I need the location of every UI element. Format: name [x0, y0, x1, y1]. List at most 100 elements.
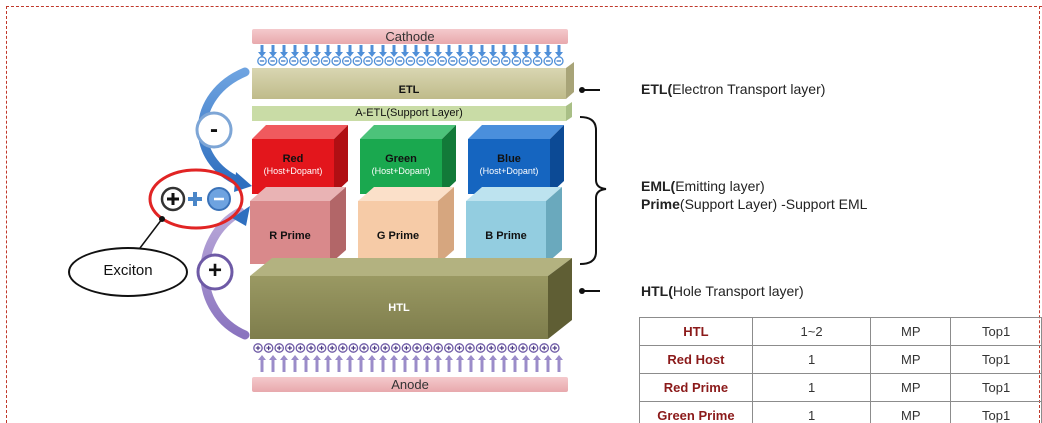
- legend-htl-rest: Hole Transport layer): [672, 283, 804, 299]
- exciton-label: Exciton: [103, 262, 153, 279]
- hole-arrow-shaft: [414, 360, 418, 372]
- hole-arrow-head: [379, 355, 387, 360]
- electron-arrow-head: [269, 52, 277, 57]
- cathode-label: Cathode: [252, 29, 568, 44]
- electron-arrow-head: [346, 52, 354, 57]
- hole-arrow-shaft: [381, 360, 385, 372]
- hole-arrow-head: [533, 355, 541, 360]
- hole-arrow-head: [489, 355, 497, 360]
- hole-arrow-head: [500, 355, 508, 360]
- legend-prime-bold: Prime: [641, 196, 680, 212]
- hole-arrow-head: [302, 355, 310, 360]
- legend-etl: ETL(Electron Transport layer): [641, 80, 825, 98]
- hole-arrow-head: [544, 355, 552, 360]
- electron-arrow-shaft: [458, 45, 462, 53]
- dashed-frame-right: [1039, 6, 1040, 423]
- legend-prime: Prime(Support Layer) -Support EML: [641, 195, 867, 213]
- hole-arrow-shaft: [458, 360, 462, 372]
- red-sub-label: (Host+Dopant): [263, 166, 323, 176]
- exciton-marker: [148, 168, 244, 230]
- hole-arrow-shaft: [359, 360, 363, 372]
- electron-arrow-shaft: [403, 45, 407, 53]
- exciton-callout: [68, 247, 188, 297]
- electron-arrow-head: [258, 52, 266, 57]
- legend-eml-rest: Emitting layer): [675, 178, 765, 194]
- hole-arrow-shaft: [491, 360, 495, 372]
- hole-arrow-shaft: [480, 360, 484, 372]
- electron-arrow-shaft: [348, 45, 352, 53]
- electron-arrow-head: [368, 52, 376, 57]
- electron-arrow-shaft: [370, 45, 374, 53]
- hole-arrow-head: [445, 355, 453, 360]
- electron-arrow-shaft: [546, 45, 550, 53]
- hole-arrow-head: [368, 355, 376, 360]
- anode-label: Anode: [252, 377, 568, 392]
- hole-arrow-head: [522, 355, 530, 360]
- dashed-frame: [6, 6, 1042, 423]
- electron-arrow-shaft: [315, 45, 319, 53]
- legend-eml-bold: EML(: [641, 178, 676, 194]
- hole-arrow-shaft: [535, 360, 539, 372]
- legend-prime-rest: (Support Layer) -Support EML: [679, 196, 868, 212]
- electron-arrow-head: [533, 52, 541, 57]
- electron-arrow-shaft: [491, 45, 495, 53]
- electron-arrow-head: [434, 52, 442, 57]
- electron-arrow-head: [489, 52, 497, 57]
- hole-arrow-shaft: [348, 360, 352, 372]
- electron-arrow-head: [423, 52, 431, 57]
- exciton-leader-line: [139, 216, 165, 249]
- electron-arrow-head: [522, 52, 530, 57]
- electron-arrow-head: [313, 52, 321, 57]
- eml-bracket: [579, 116, 607, 265]
- hole-arrow-head: [478, 355, 486, 360]
- electron-arrow-head: [467, 52, 475, 57]
- cathode-electron-arrows: [258, 45, 563, 57]
- electron-arrow-shaft: [557, 45, 561, 53]
- r-prime-cube: [250, 187, 346, 264]
- hole-arrow-shaft: [502, 360, 506, 372]
- electron-arrow-head: [478, 52, 486, 57]
- electron-arrow-head: [357, 52, 365, 57]
- electron-arrow-head: [324, 52, 332, 57]
- htl-label: HTL: [388, 302, 410, 314]
- electron-arrow-shaft: [337, 45, 341, 53]
- hole-arrow-shaft: [513, 360, 517, 372]
- electron-arrow-shaft: [469, 45, 473, 53]
- hole-arrow-shaft: [469, 360, 473, 372]
- etl-layer: [252, 62, 574, 99]
- a-etl-layer: [252, 102, 572, 121]
- electron-charge-sign: -: [210, 116, 218, 143]
- electron-arrow-shaft: [326, 45, 330, 53]
- hole-arrow-shaft: [524, 360, 528, 372]
- electron-arrow-shaft: [502, 45, 506, 53]
- hole-arrow-shaft: [260, 360, 264, 372]
- electron-arrow-head: [280, 52, 288, 57]
- hole-charge-sign: +: [207, 257, 222, 284]
- hole-arrow-head: [456, 355, 464, 360]
- electron-arrow-shaft: [293, 45, 297, 53]
- hole-arrow-shaft: [370, 360, 374, 372]
- electron-arrow-head: [456, 52, 464, 57]
- hole-arrow-head: [401, 355, 409, 360]
- blue-sub-label: (Host+Dopant): [479, 166, 539, 176]
- b-prime-cube: [466, 187, 562, 264]
- hole-arrow-head: [346, 355, 354, 360]
- electron-arrow-shaft: [524, 45, 528, 53]
- a-etl-label: A-ETL(Support Layer): [355, 107, 463, 119]
- hole-arrow-head: [390, 355, 398, 360]
- electron-arrow-head: [401, 52, 409, 57]
- electron-arrow-head: [291, 52, 299, 57]
- hole-arrow-shaft: [293, 360, 297, 372]
- electron-arrow-head: [445, 52, 453, 57]
- hole-arrow-shaft: [546, 360, 550, 372]
- electron-arrow-head: [544, 52, 552, 57]
- electron-arrow-head: [511, 52, 519, 57]
- red-eml-cube: [252, 125, 348, 194]
- hole-arrow-shaft: [337, 360, 341, 372]
- electron-arrow-shaft: [513, 45, 517, 53]
- legend-eml: EML(Emitting layer): [641, 177, 765, 195]
- hole-arrow-head: [412, 355, 420, 360]
- electron-arrow-shaft: [480, 45, 484, 53]
- electron-charge-icon: [195, 111, 233, 149]
- red-label: Red: [282, 153, 304, 165]
